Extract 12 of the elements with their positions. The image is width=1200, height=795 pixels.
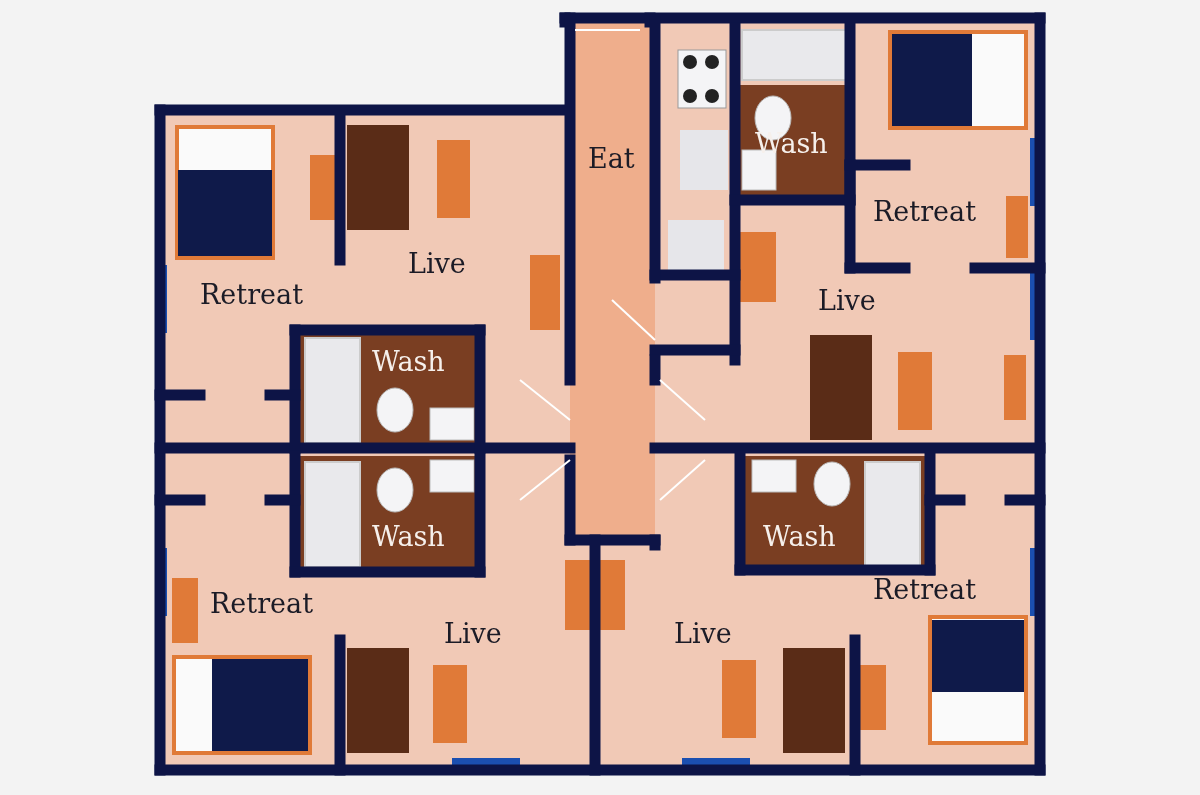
room-label: Retreat xyxy=(200,281,303,308)
room-label: Eat xyxy=(588,145,635,172)
room-label: Wash xyxy=(372,348,445,375)
room-label: Retreat xyxy=(873,198,976,225)
room-label: Live xyxy=(818,287,876,314)
room-label: Retreat xyxy=(210,590,313,617)
room-label: Retreat xyxy=(873,576,976,603)
room-label: Live xyxy=(408,250,466,277)
room-label: Wash xyxy=(763,523,836,550)
room-label: Live xyxy=(444,620,502,647)
room-label: Wash xyxy=(372,523,445,550)
room-label: Live xyxy=(674,620,732,647)
